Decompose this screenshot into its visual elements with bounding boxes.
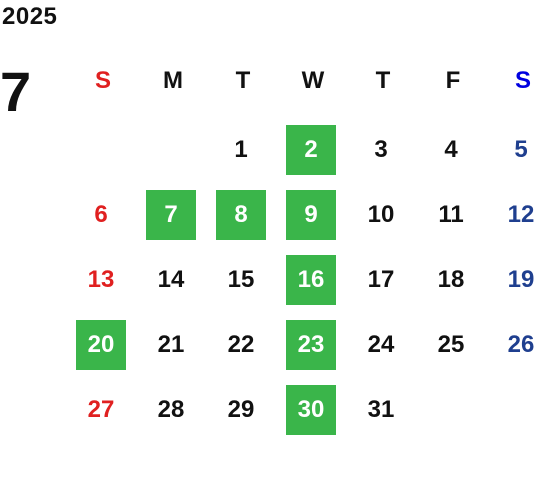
day-cell-14[interactable]: 14 — [157, 266, 185, 293]
day-cell-22[interactable]: 22 — [227, 331, 255, 358]
month-label: 7 — [0, 60, 32, 123]
day-cell-5[interactable]: 5 — [514, 136, 528, 163]
day-cell-30[interactable]: 30 — [286, 385, 336, 435]
day-cell-9[interactable]: 9 — [286, 190, 336, 240]
day-cell-23[interactable]: 23 — [286, 320, 336, 370]
day-cell-18[interactable]: 18 — [437, 266, 465, 293]
weekday-header-thu: T — [375, 67, 391, 94]
day-cell-10[interactable]: 10 — [367, 201, 395, 228]
day-cell-16[interactable]: 16 — [286, 255, 336, 305]
day-cell-3[interactable]: 3 — [374, 136, 388, 163]
weekday-header-wed: W — [301, 67, 325, 94]
day-cell-12[interactable]: 12 — [507, 201, 535, 228]
day-cell-28[interactable]: 28 — [157, 396, 185, 423]
day-cell-20[interactable]: 20 — [76, 320, 126, 370]
day-cell-2[interactable]: 2 — [286, 125, 336, 175]
day-cell-19[interactable]: 19 — [507, 266, 535, 293]
weekday-header-sat: S — [514, 67, 531, 94]
weekday-header-fri: F — [445, 67, 461, 94]
day-cell-26[interactable]: 26 — [507, 331, 535, 358]
day-cell-1[interactable]: 1 — [234, 136, 248, 163]
year-label: 2025 — [2, 3, 58, 30]
day-cell-7[interactable]: 7 — [146, 190, 196, 240]
day-cell-29[interactable]: 29 — [227, 396, 255, 423]
day-cell-27[interactable]: 27 — [87, 396, 115, 423]
day-cell-25[interactable]: 25 — [437, 331, 465, 358]
day-cell-21[interactable]: 21 — [157, 331, 185, 358]
weekday-header-sun: S — [94, 67, 111, 94]
weekday-header-mon: M — [163, 67, 183, 94]
weekday-header-tue: T — [235, 67, 251, 94]
day-cell-15[interactable]: 15 — [227, 266, 255, 293]
day-cell-11[interactable]: 11 — [438, 201, 464, 228]
day-cell-31[interactable]: 31 — [367, 396, 395, 423]
day-cell-6[interactable]: 6 — [94, 201, 108, 228]
day-cell-8[interactable]: 8 — [216, 190, 266, 240]
day-cell-24[interactable]: 24 — [367, 331, 395, 358]
day-cell-4[interactable]: 4 — [444, 136, 458, 163]
day-cell-13[interactable]: 13 — [87, 266, 115, 293]
day-cell-17[interactable]: 17 — [367, 266, 395, 293]
